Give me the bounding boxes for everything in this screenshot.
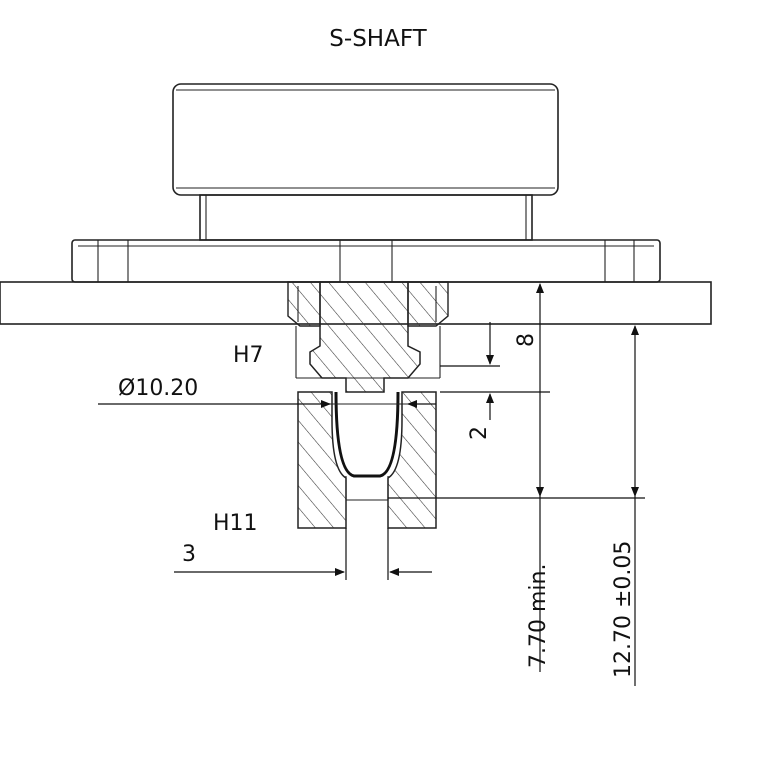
label-dim-2: 2 xyxy=(467,426,492,440)
lower-body xyxy=(297,391,437,529)
label-fit-lower: H11 xyxy=(213,511,258,536)
label-depth-min: 7.70 min. xyxy=(526,564,551,668)
drawing-title: S-SHAFT xyxy=(329,26,427,52)
dim-8-lines xyxy=(440,322,550,420)
flange xyxy=(71,239,661,283)
label-diameter: Ø10.20 xyxy=(118,376,198,401)
label-height-total: 12.70 ±0.05 xyxy=(611,541,636,678)
dim-3-lines xyxy=(174,528,432,580)
dim-depth-lines xyxy=(388,283,645,672)
label-dim-8: 8 xyxy=(514,333,539,347)
label-fit-upper: H7 xyxy=(233,343,264,368)
knob-skirt xyxy=(199,194,533,241)
bushing xyxy=(287,281,449,327)
shaft-section xyxy=(295,281,441,393)
label-width: 3 xyxy=(182,542,196,567)
knob-cap xyxy=(172,83,559,196)
